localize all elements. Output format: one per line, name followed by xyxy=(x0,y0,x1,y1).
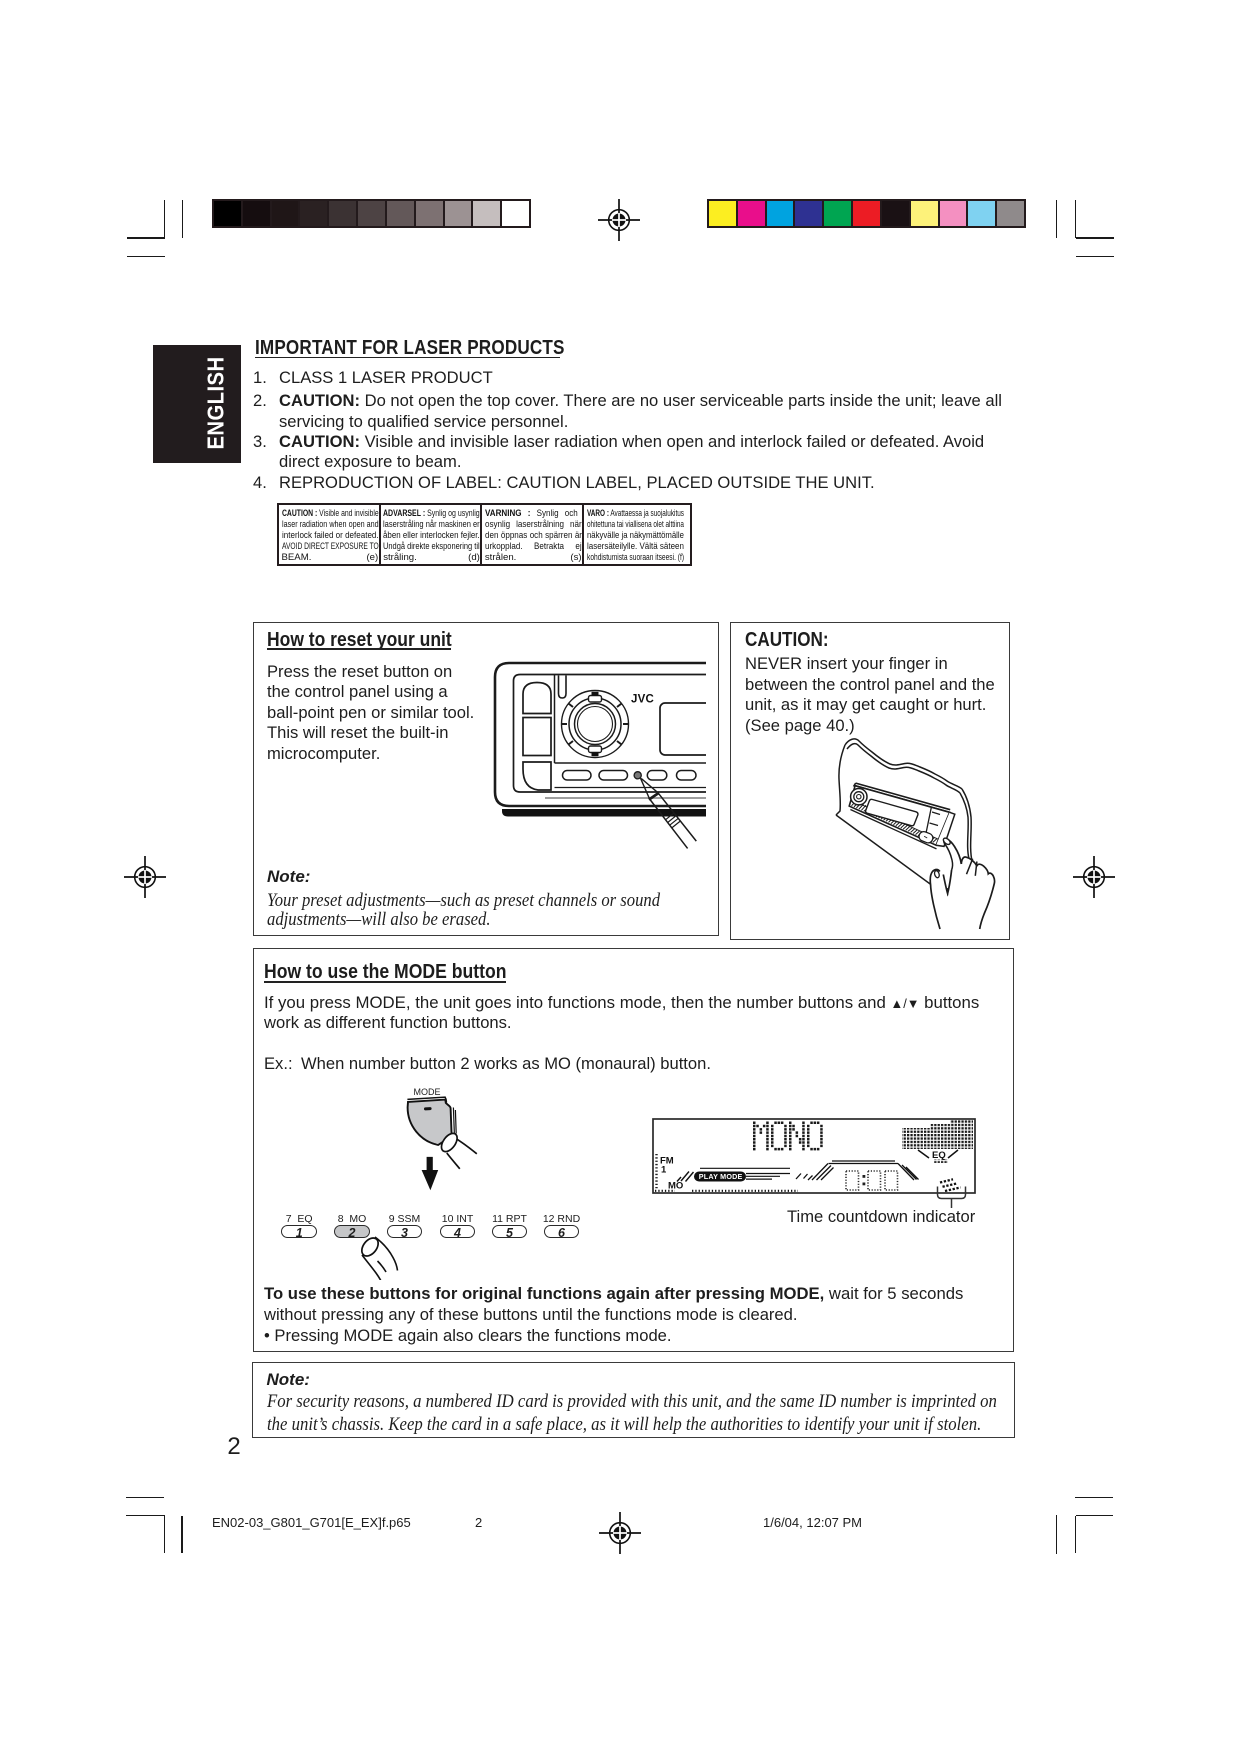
svg-text:PLAY MODE: PLAY MODE xyxy=(699,1172,743,1181)
svg-text:FM: FM xyxy=(660,1156,674,1167)
svg-text:1: 1 xyxy=(661,1165,667,1176)
svg-text:JVC: JVC xyxy=(631,694,654,706)
svg-text:EQ: EQ xyxy=(932,1150,946,1161)
svg-text:MO: MO xyxy=(668,1181,683,1192)
